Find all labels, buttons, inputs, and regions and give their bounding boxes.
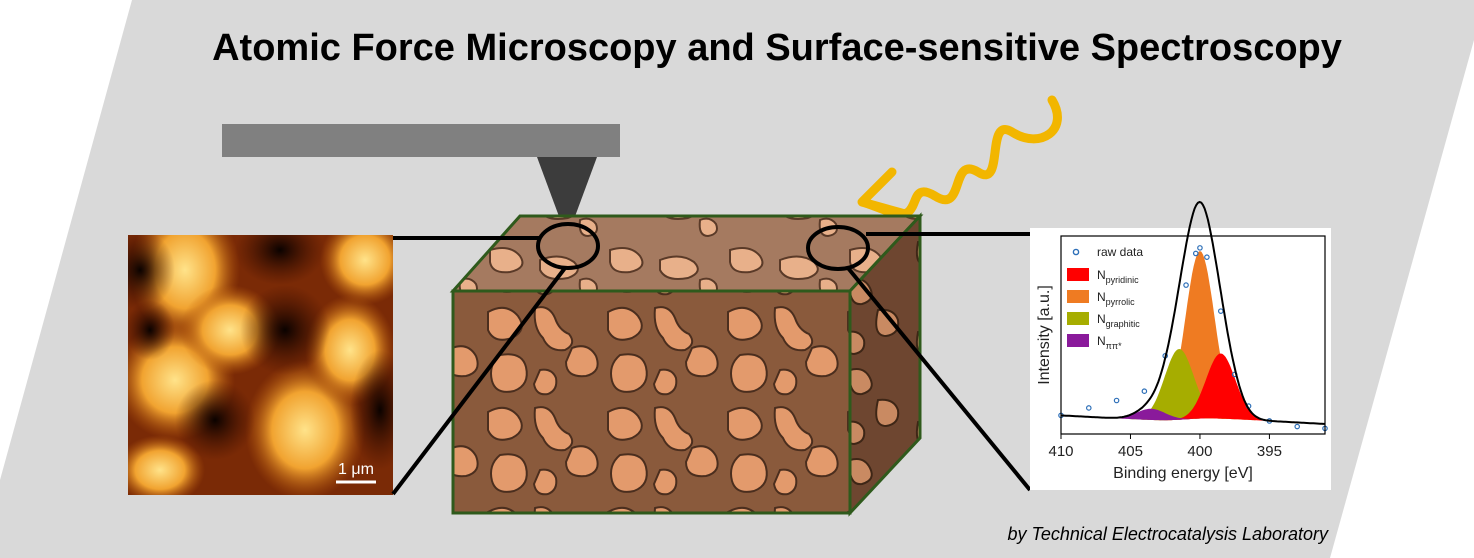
catalyst-block (449, 212, 924, 517)
xps-raw-point (1204, 254, 1210, 260)
xps-legend-label-subscript: ππ* (1106, 341, 1122, 351)
xps-raw-point (1085, 405, 1092, 411)
xps-peak-pyridinic (1158, 353, 1284, 422)
xps-legend-label-subscript: pyridinic (1106, 275, 1140, 285)
xps-y-axis-label: Intensity [a.u.] (1036, 285, 1053, 385)
xps-legend-label-subscript: graphitic (1106, 319, 1141, 329)
xps-raw-point (1294, 423, 1301, 430)
afm-connector-bottom (391, 266, 567, 496)
xps-raw-point (1141, 388, 1148, 394)
xps-x-tick-label: 405 (1118, 443, 1143, 460)
xps-legend-label-subscript: pyrrolic (1106, 297, 1136, 307)
xps-x-tick-label: 400 (1187, 443, 1212, 460)
xps-envelope-line (1060, 200, 1325, 425)
xps-x-tick-label: 395 (1257, 443, 1282, 460)
xps-raw-point (1113, 397, 1120, 404)
xps-legend-marker-raw (1072, 248, 1080, 256)
xps-peak-pyrrolic (1137, 251, 1263, 421)
page-title: Atomic Force Microscopy and Surface-sens… (212, 27, 1342, 69)
xps-legend-swatch (1067, 312, 1089, 325)
xps-legend-swatch (1067, 334, 1089, 347)
xps-x-tick-label: 410 (1048, 443, 1073, 460)
afm-zoom-circle (536, 222, 600, 270)
afm-tip (537, 157, 597, 238)
afm-height-image (128, 235, 393, 495)
xps-raw-point (1183, 282, 1189, 288)
xps-peak-graphitic (1116, 349, 1242, 421)
xps-plot-frame (1060, 235, 1326, 435)
xps-connector-bottom (846, 266, 1032, 492)
xps-raw-point (1192, 250, 1199, 257)
xps-x-axis-label: Binding energy [eV] (1113, 465, 1253, 482)
xps-peak- (1088, 408, 1214, 421)
xps-legend-swatch (1067, 268, 1089, 281)
afm-scale-bar-label: 1 μm (338, 461, 374, 478)
xps-zoom-circle (806, 225, 870, 271)
afm-cantilever (222, 124, 620, 157)
xps-legend-label-raw: raw data (1097, 245, 1143, 259)
credit-text: by Technical Electrocatalysis Laboratory (1008, 524, 1329, 544)
catalyst-block-front-face (451, 289, 852, 515)
xps-legend-swatch (1067, 290, 1089, 303)
xps-raw-point (1197, 245, 1203, 251)
photon-arrow-icon (857, 95, 1062, 219)
